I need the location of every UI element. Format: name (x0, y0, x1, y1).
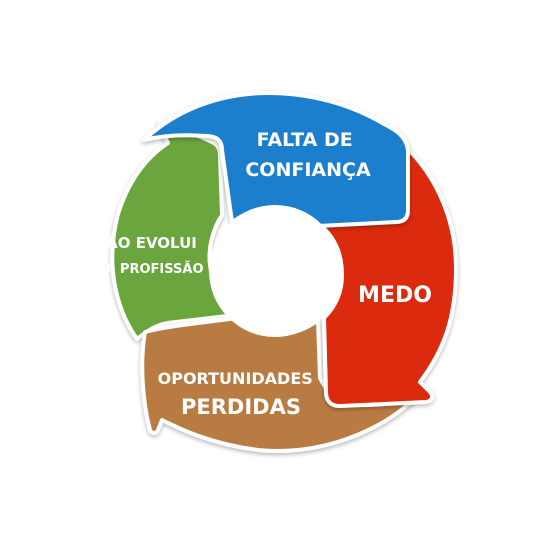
segment-falta-de-confianca-shape (142, 91, 410, 228)
label-falta-de-confianca-line-1: FALTA DE (257, 129, 353, 151)
label-nao-evolui-line-2: NA PROFISSÃO (94, 261, 203, 277)
segment-nao-evolui (110, 118, 238, 341)
segment-falta-de-confianca (142, 91, 410, 228)
label-medo: MEDO (358, 283, 432, 308)
center-hole (209, 205, 341, 337)
label-oportunidades-perdidas-line-2: PERDIDAS (181, 395, 301, 419)
label-falta-de-confianca: FALTA DE CONFIANÇA (245, 129, 371, 181)
label-medo-line-1: MEDO (358, 283, 432, 308)
label-nao-evolui-line-1: NÃO EVOLUI (94, 233, 197, 252)
label-nao-evolui: NÃO EVOLUI NA PROFISSÃO (94, 233, 204, 277)
segment-nao-evolui-shape (110, 118, 238, 341)
label-falta-de-confianca-line-2: CONFIANÇA (245, 159, 371, 181)
label-oportunidades-perdidas: OPORTUNIDADES PERDIDAS (158, 369, 319, 419)
label-oportunidades-perdidas-line-1: OPORTUNIDADES (158, 369, 313, 388)
